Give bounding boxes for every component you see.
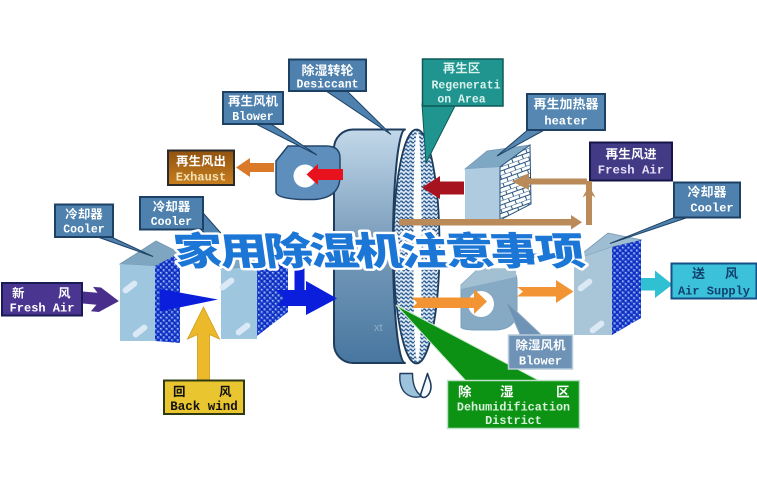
svg-text:District: District <box>485 414 542 428</box>
svg-text:heater: heater <box>544 115 587 129</box>
svg-text:Cooler: Cooler <box>151 216 193 229</box>
svg-text:Blower: Blower <box>519 355 562 369</box>
svg-text:xt: xt <box>374 322 383 334</box>
svg-text:Regenerati: Regenerati <box>431 80 500 93</box>
svg-text:Fresh Air: Fresh Air <box>10 302 75 316</box>
svg-text:Cooler: Cooler <box>63 224 105 237</box>
svg-text:Exhaust: Exhaust <box>176 171 226 185</box>
svg-text:Back wind: Back wind <box>170 400 238 414</box>
svg-text:Dehumidification: Dehumidification <box>457 401 570 415</box>
svg-text:on Area: on Area <box>437 94 485 107</box>
svg-text:Desiccant: Desiccant <box>296 79 358 92</box>
svg-text:Cooler: Cooler <box>690 202 733 216</box>
svg-text:Fresh Air: Fresh Air <box>598 164 664 178</box>
svg-text:Blower: Blower <box>232 111 274 124</box>
svg-text:Air Supply: Air Supply <box>678 285 750 299</box>
